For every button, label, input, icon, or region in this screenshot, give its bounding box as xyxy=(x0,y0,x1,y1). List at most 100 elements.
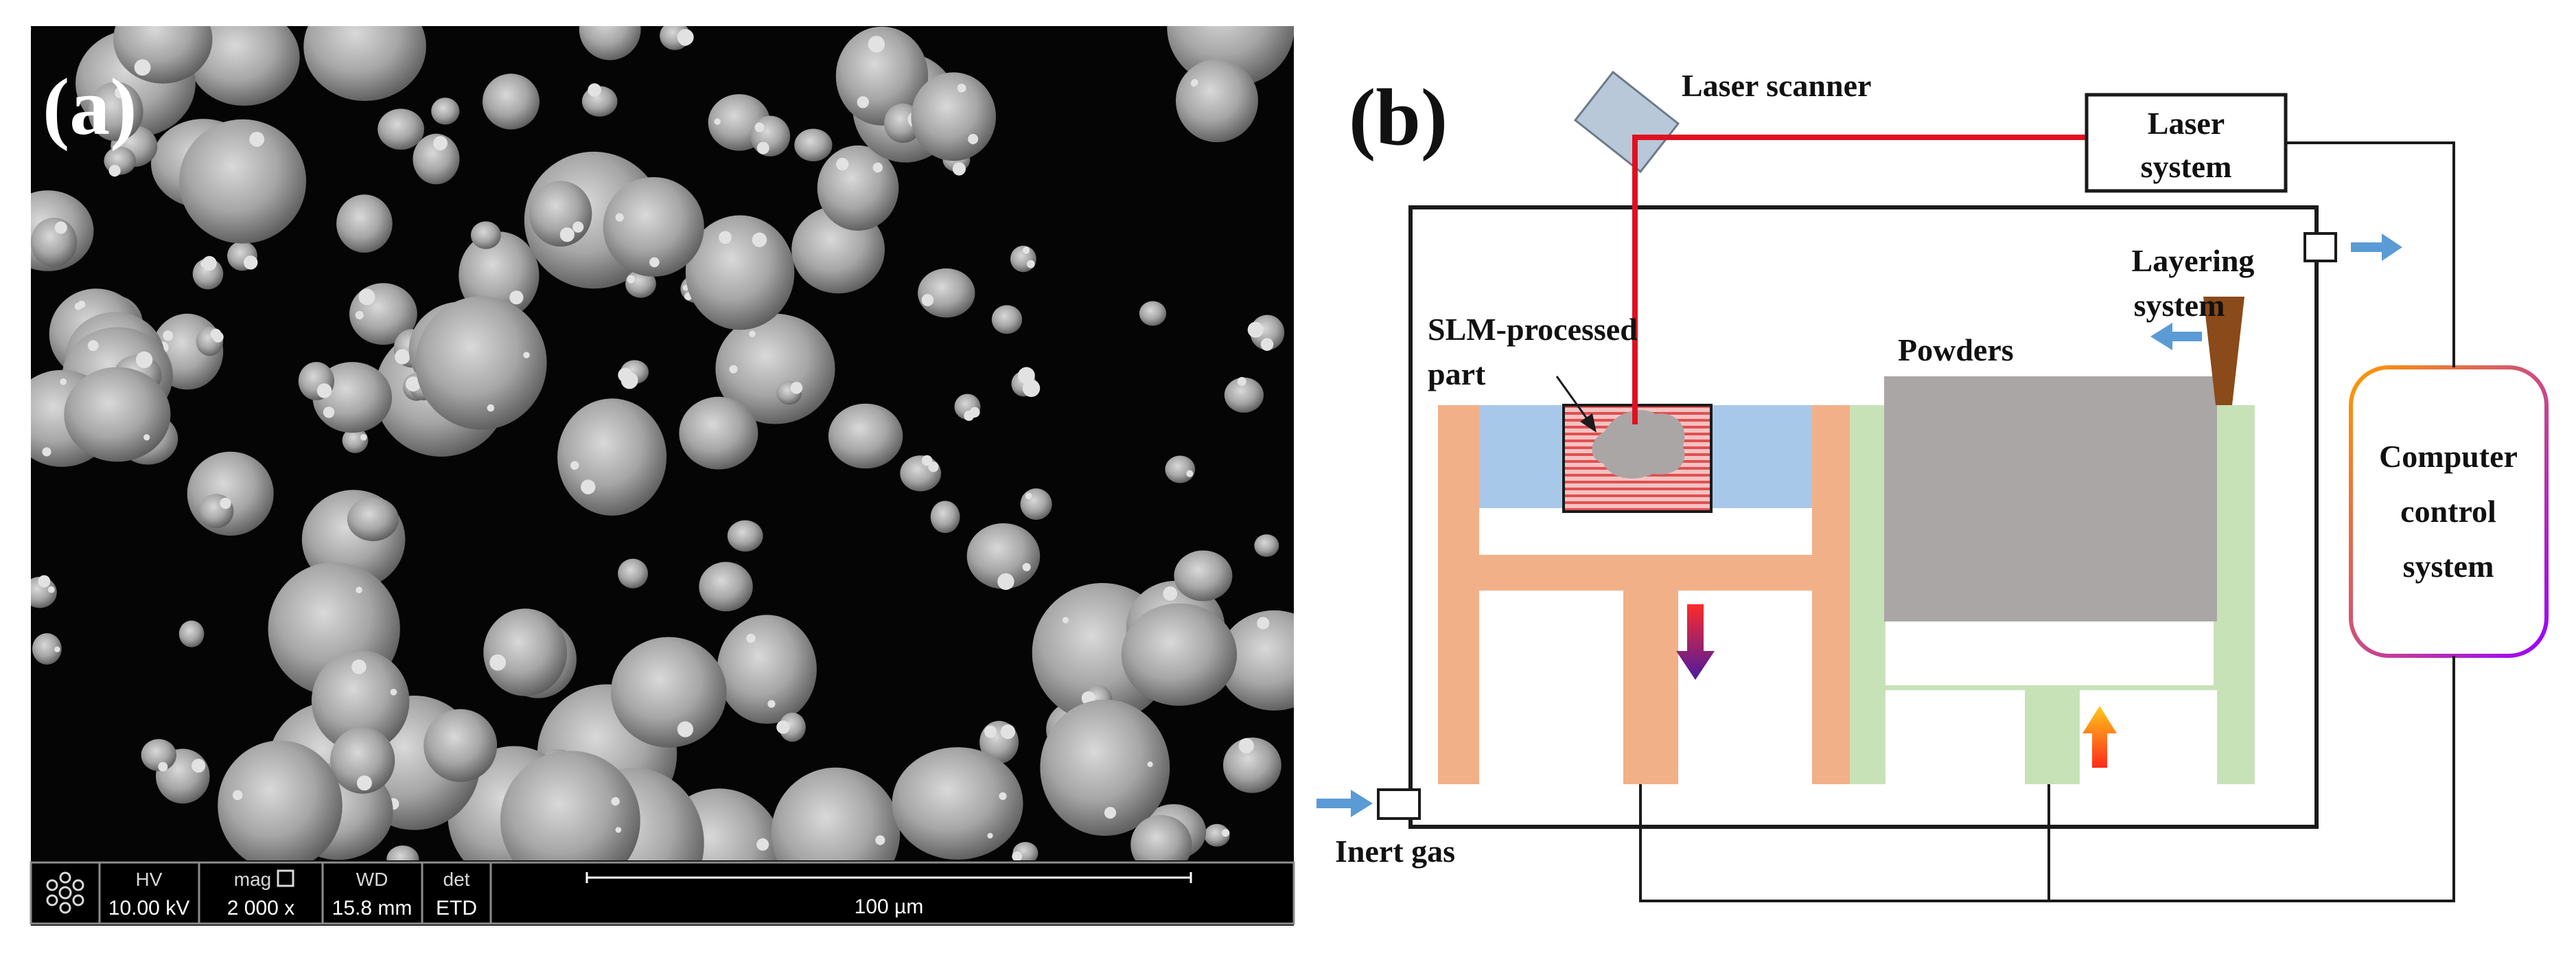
powder-particle xyxy=(1223,738,1281,793)
laser-scanner-label: Laser scanner xyxy=(1682,68,1871,103)
powder-particle xyxy=(1224,377,1264,413)
satellite-particle xyxy=(87,340,99,352)
powder-particle xyxy=(828,403,903,469)
det-label: det xyxy=(443,869,470,890)
satellite-particle xyxy=(756,141,769,155)
powder-particle xyxy=(1020,488,1052,520)
satellite-particle xyxy=(1022,562,1031,571)
powder-particle xyxy=(900,455,942,492)
satellite-particle xyxy=(1025,492,1032,500)
satellite-particle xyxy=(200,260,208,268)
slm-part-label-line1: SLM-processed xyxy=(1428,312,1638,347)
powder-particle xyxy=(717,615,817,724)
satellite-particle xyxy=(523,352,530,358)
powder-particle xyxy=(750,115,791,157)
satellite-particle xyxy=(957,83,966,93)
gas-inlet-port xyxy=(1377,788,1421,820)
satellite-particle xyxy=(746,633,756,643)
laser-scanner-mirror xyxy=(1573,70,1680,174)
powder-particle xyxy=(423,709,498,782)
powder-particle xyxy=(500,751,640,860)
satellite-particle xyxy=(790,382,803,394)
satellite-particle xyxy=(875,835,885,845)
powder-particle xyxy=(336,194,393,253)
satellite-particle xyxy=(1238,738,1254,754)
computer-control-label-line2: control xyxy=(2400,494,2496,529)
powder-supply xyxy=(1884,376,2217,621)
satellite-particle xyxy=(678,32,693,46)
satellite-particle xyxy=(433,136,448,150)
satellite-particle xyxy=(729,365,738,374)
powder-particle xyxy=(771,767,901,860)
powder-particle xyxy=(794,128,833,161)
satellite-particle xyxy=(952,162,966,176)
satellite-particle xyxy=(756,838,769,851)
powder-particle xyxy=(685,215,795,330)
panel-b-label: (b) xyxy=(1349,72,1448,162)
satellite-particle xyxy=(868,36,885,53)
satellite-particle xyxy=(232,790,243,801)
satellite-particle xyxy=(997,573,1014,591)
panel-a-label: (a) xyxy=(43,62,137,152)
satellite-particle xyxy=(356,775,372,791)
powder-particle xyxy=(303,26,426,101)
satellite-particle xyxy=(345,0,358,12)
satellite-particle xyxy=(358,288,375,306)
satellite-particle xyxy=(1012,851,1023,860)
satellite-particle xyxy=(1022,247,1030,254)
satellite-particle xyxy=(749,330,756,337)
satellite-particle xyxy=(921,455,933,466)
satellite-particle xyxy=(390,11,398,19)
satellite-particle xyxy=(487,404,495,412)
satellite-particle xyxy=(351,659,367,674)
computer-control-box xyxy=(2349,365,2549,658)
powder-particle xyxy=(88,82,143,141)
slm-part-blob xyxy=(1592,409,1685,479)
satellite-particle xyxy=(984,725,997,738)
powder-particle xyxy=(413,133,460,185)
powder-particle xyxy=(911,72,996,161)
wd-label: WD xyxy=(356,869,388,890)
satellite-particle xyxy=(1186,470,1194,477)
layering-system-label-line1: Layering xyxy=(2132,243,2255,278)
computer-control-label-line1: Computer xyxy=(2379,439,2518,474)
satellite-particle xyxy=(677,721,694,738)
powder-particle xyxy=(1130,814,1192,860)
scale-bar xyxy=(585,872,1192,883)
powder-particle xyxy=(1165,455,1196,483)
satellite-particle xyxy=(1191,79,1198,87)
powder-particle xyxy=(918,268,975,318)
laser-beam xyxy=(1632,135,2087,424)
satellite-particle xyxy=(38,575,51,588)
powder-particle xyxy=(611,637,727,748)
satellite-particle xyxy=(572,221,584,233)
gas-inlet-arrow-icon xyxy=(1316,790,1373,817)
part-pointer-line xyxy=(1555,376,1592,425)
powder-particle xyxy=(1121,603,1238,706)
gas-outlet-port xyxy=(2304,232,2337,262)
satellite-particle xyxy=(611,797,620,806)
powder-particle xyxy=(1176,59,1258,143)
satellite-particle xyxy=(406,376,421,392)
laser-system-box xyxy=(2085,93,2288,193)
satellite-particle xyxy=(323,407,335,418)
hv-label: HV xyxy=(136,869,163,890)
satellite-particle xyxy=(1104,807,1117,819)
satellite-particle xyxy=(143,434,150,441)
satellite-particle xyxy=(108,165,121,177)
powder-particle xyxy=(991,305,1023,334)
satellite-particle xyxy=(390,689,397,696)
slm-part-label-line2: part xyxy=(1428,356,1486,391)
powder-particle xyxy=(347,497,399,541)
laser-system-label-line2: system xyxy=(2141,149,2232,184)
powder-particle xyxy=(179,119,307,244)
powder-particle xyxy=(188,26,300,106)
satellite-particle xyxy=(355,310,364,319)
satellite-particle xyxy=(1062,617,1069,624)
powder-particle xyxy=(557,398,667,516)
satellite-particle xyxy=(1257,617,1270,630)
satellite-particle xyxy=(1000,724,1016,740)
powder-particle xyxy=(579,26,641,60)
powder-particle xyxy=(618,558,649,588)
